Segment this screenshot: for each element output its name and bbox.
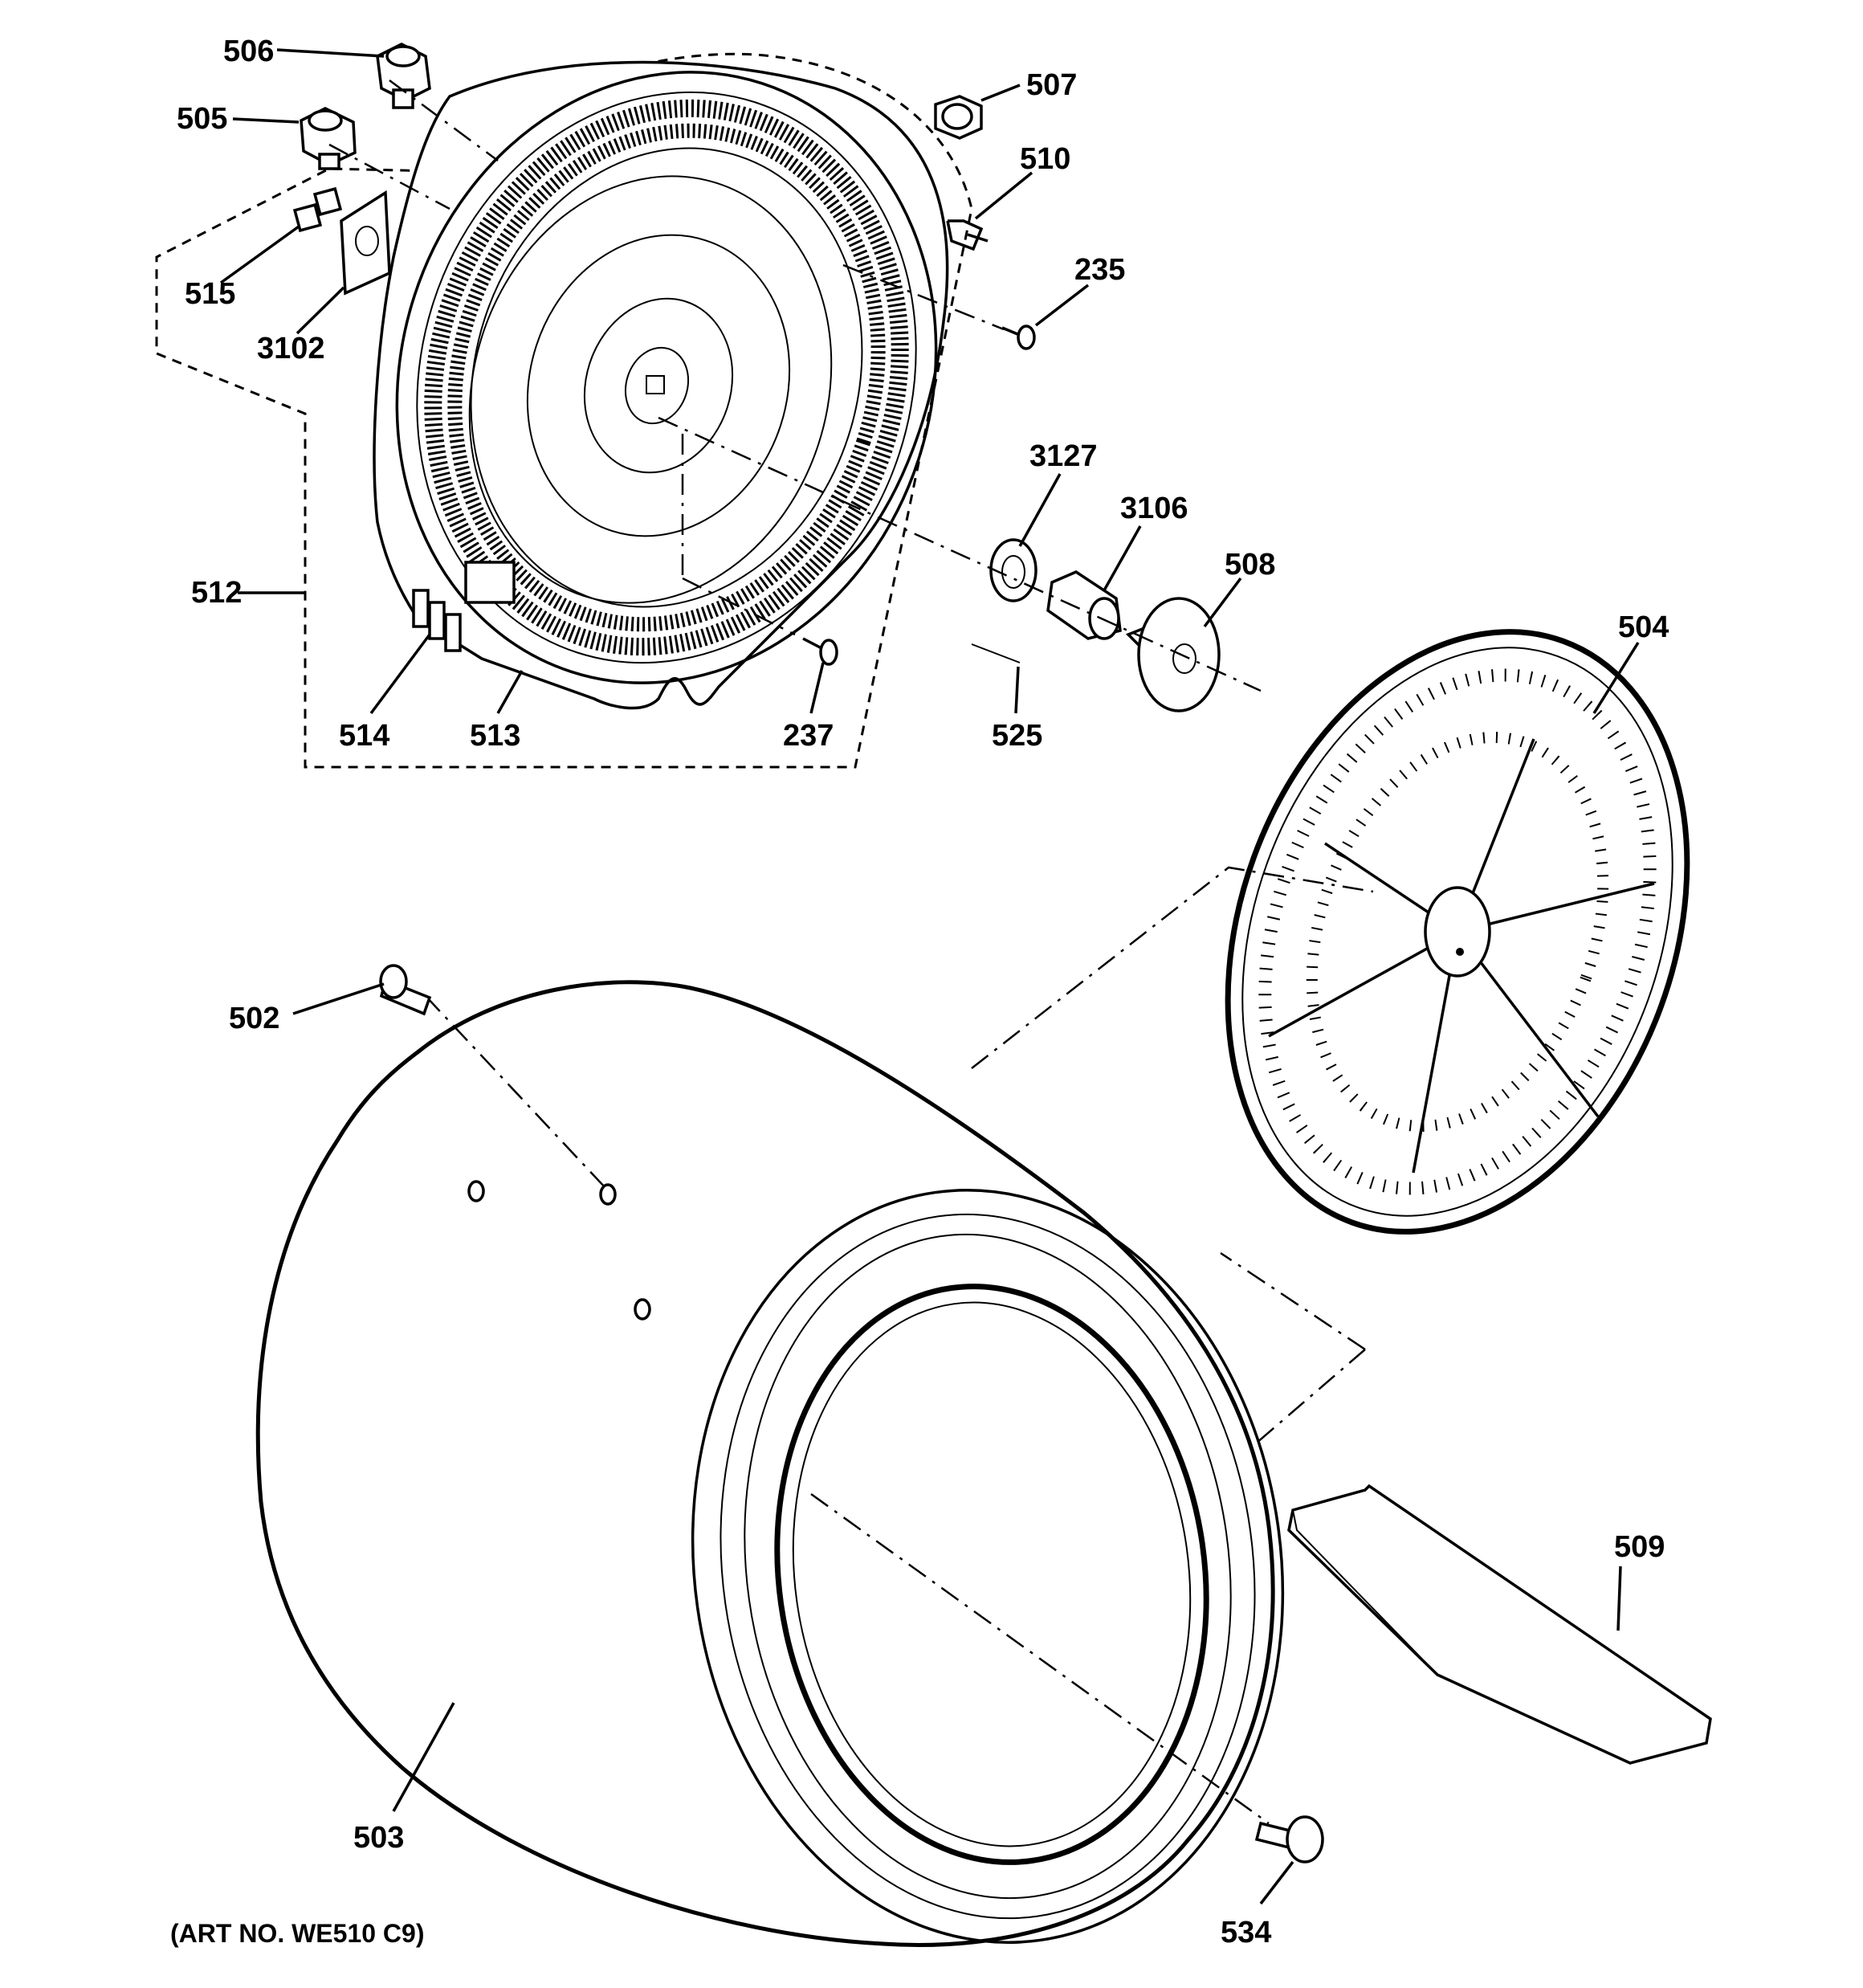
label-514: 514 (339, 719, 389, 753)
sensor-507 (934, 95, 983, 140)
label-502: 502 (229, 1002, 279, 1035)
clip-510 (946, 219, 989, 251)
label-237: 237 (783, 719, 834, 753)
label-505: 505 (177, 102, 227, 136)
screw-502 (379, 964, 432, 1016)
label-513: 513 (470, 719, 520, 753)
label-512: 512 (191, 576, 242, 610)
screw-235 (1001, 325, 1036, 350)
label-3106: 3106 (1120, 492, 1188, 525)
label-515: 515 (185, 277, 235, 311)
label-503: 503 (353, 1821, 404, 1855)
rear-bulkhead (373, 60, 949, 710)
thermostat-506 (376, 43, 431, 109)
label-509: 509 (1614, 1530, 1665, 1564)
plate-3102 (340, 190, 391, 296)
label-235: 235 (1074, 253, 1125, 287)
leader-lines (219, 48, 1640, 1905)
label-534: 534 (1221, 1916, 1271, 1949)
screw-534 (1254, 1815, 1324, 1863)
label-508: 508 (1225, 548, 1275, 582)
shaft-508 (1125, 597, 1221, 712)
screw-525 (971, 643, 1021, 663)
label-510: 510 (1020, 142, 1070, 176)
label-3102: 3102 (257, 332, 325, 365)
pads-515 (292, 186, 343, 233)
terminal-block (412, 561, 516, 652)
drum-rear-head-504 (1225, 629, 1690, 1235)
label-507: 507 (1026, 68, 1077, 102)
art-number: (ART NO. WE510 C9) (170, 1919, 424, 1948)
sleeve-3106 (1046, 570, 1122, 640)
bearing-3127 (989, 538, 1037, 602)
label-504: 504 (1618, 610, 1669, 644)
baffle-509 (1287, 1484, 1712, 1765)
thermostat-505 (300, 107, 357, 170)
label-3127: 3127 (1029, 439, 1098, 473)
drum-503 (255, 980, 1285, 1947)
screw-237 (802, 637, 838, 666)
label-525: 525 (992, 719, 1042, 753)
label-506: 506 (223, 35, 274, 68)
part-labels: 506 505 507 510 515 3102 235 3127 3106 5… (170, 35, 1669, 1949)
